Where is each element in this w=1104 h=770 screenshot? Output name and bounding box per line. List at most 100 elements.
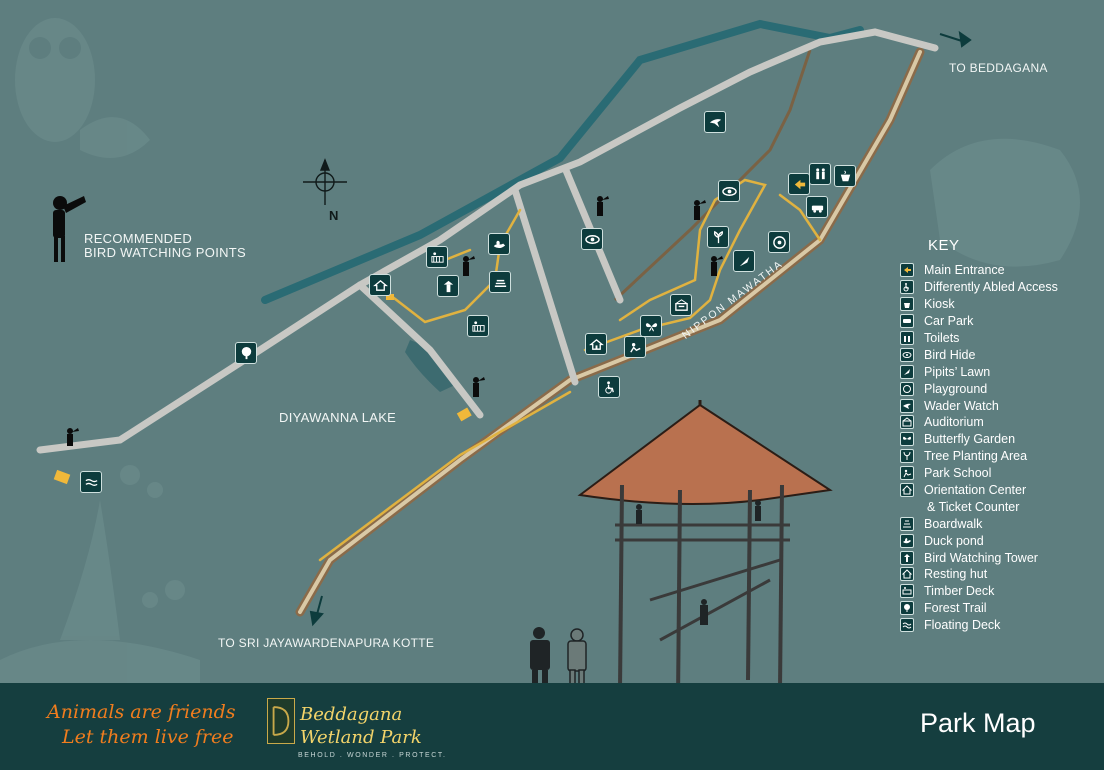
slogan-line1: Animals are friends [47, 701, 236, 723]
arrow-to-kotte-icon [309, 610, 324, 627]
footer-band [0, 683, 1104, 770]
wader-icon [900, 398, 914, 413]
key-item-label: Tree Planting Area [924, 449, 1028, 464]
wheelchair-icon [900, 280, 914, 295]
foliage-silhouette [0, 640, 200, 683]
compass-north-label: N [329, 208, 339, 223]
key-item-label: Floating Deck [924, 618, 1001, 633]
kiosk-map-marker[interactable] [834, 165, 856, 187]
key-item-label: Toilets [924, 331, 960, 345]
house-icon [900, 483, 914, 498]
key-item: Differently Abled Access [900, 279, 1090, 296]
toilets-icon [900, 331, 914, 345]
auditorium-icon [900, 415, 914, 430]
diyawanna-lake-label: DIYAWANNA LAKE [279, 410, 397, 425]
tree-icon [900, 601, 914, 616]
school-icon [900, 466, 914, 481]
compass-rose-icon [303, 158, 347, 205]
car-park-map-marker[interactable] [806, 196, 828, 218]
key-item-label: Main Entrance [924, 263, 1005, 278]
key-item-label: Timber Deck [924, 584, 995, 599]
forest-trail-map-marker[interactable] [235, 342, 257, 364]
bird-watcher-legend-icon [53, 196, 86, 262]
key-item: Wader Watch [900, 397, 1090, 414]
key-item: Orientation Center [900, 482, 1090, 499]
key-item-label: Bird Hide [924, 347, 976, 362]
butterfly-garden-map-marker[interactable] [640, 315, 662, 337]
bird-hide-map-marker-2[interactable] [581, 228, 603, 250]
auditorium-map-marker[interactable] [670, 294, 692, 316]
wheelchair-access-map-marker[interactable] [598, 376, 620, 398]
timber-deck-map-marker[interactable] [426, 246, 448, 268]
boardwalk-icon [900, 516, 914, 531]
boardwalk-map-marker[interactable] [489, 271, 511, 293]
playground-map-marker[interactable] [768, 231, 790, 253]
key-item: Floating Deck [900, 617, 1090, 634]
wader-watch-map-marker[interactable] [704, 111, 726, 133]
resting-hut-map-marker[interactable] [369, 274, 391, 296]
pipits-lawn-map-marker[interactable] [733, 250, 755, 272]
key-item-label: Resting hut [924, 567, 988, 582]
bird-hide-map-marker[interactable] [718, 180, 740, 202]
main-entrance-map-marker[interactable] [788, 173, 810, 195]
key-item: Butterfly Garden [900, 431, 1090, 448]
key-item: Playground [900, 380, 1090, 397]
playground-icon [900, 381, 914, 396]
key-item-label: Playground [924, 381, 988, 396]
ridge-track [613, 49, 812, 302]
key-item: Resting hut [900, 566, 1090, 583]
floating-deck-map-marker[interactable] [80, 471, 102, 493]
duck-icon [900, 533, 914, 548]
wildcat-silhouette [930, 138, 1080, 267]
park-school-map-marker[interactable] [624, 336, 646, 358]
sapling-icon [900, 449, 914, 464]
deck-icon [900, 584, 914, 599]
nippon-mawatha-road [295, 47, 925, 617]
key-item-label: Wader Watch [924, 398, 999, 413]
diyawanna-lake-shape [405, 340, 455, 392]
key-item: & Ticket Counter [900, 498, 1090, 515]
key-item: Main Entrance [900, 262, 1090, 279]
hut-icon [900, 567, 914, 582]
key-item-label: Differently Abled Access [924, 280, 1058, 295]
key-item-label: Pipits’ Lawn [924, 364, 991, 379]
butterfly-icon [900, 432, 914, 447]
key-item-label: Park School [924, 466, 992, 481]
nature-trails [318, 178, 822, 562]
car-icon [900, 314, 914, 329]
key-item: Toilets [900, 330, 1090, 347]
key-item: Bird Watching Tower [900, 549, 1090, 566]
logo-tagline: BEHOLD . WONDER . PROTECT. [298, 752, 447, 759]
key-item-label: Car Park [924, 314, 974, 329]
key-item-label: Orientation Center [924, 483, 1027, 498]
kiosk-icon [900, 297, 914, 312]
orientation-center-map-marker[interactable] [585, 333, 607, 355]
logo-name-line2: Wetland Park [300, 727, 422, 748]
bird-watching-tower-map-marker[interactable] [437, 275, 459, 297]
key-item-label: & Ticket Counter [927, 499, 1020, 514]
key-item: Tree Planting Area [900, 448, 1090, 465]
tree-planting-map-marker[interactable] [707, 226, 729, 248]
key-item: Pipits’ Lawn [900, 363, 1090, 380]
bird-watcher-markers [67, 196, 723, 446]
key-item-label: Butterfly Garden [924, 432, 1016, 447]
key-item: Kiosk [900, 296, 1090, 313]
timber-deck-map-marker-2[interactable] [467, 315, 489, 337]
toilets-map-marker[interactable] [809, 163, 831, 185]
duck-pond-map-marker[interactable] [488, 233, 510, 255]
to-sri-jayawardenapura-label: TO SRI JAYAWARDENAPURA KOTTE [218, 636, 435, 650]
heron-silhouette [60, 500, 120, 640]
recommended-label-line1: RECOMMENDED [84, 231, 193, 246]
key-item-label: Boardwalk [924, 516, 983, 531]
pipit-icon [900, 364, 914, 379]
key-item-label: Auditorium [924, 415, 984, 430]
key-item: Timber Deck [900, 583, 1090, 600]
key-item-label: Forest Trail [924, 601, 987, 616]
leaf-silhouette [80, 117, 150, 158]
tower-icon [900, 550, 914, 565]
key-title: KEY [928, 237, 960, 254]
key-item: Duck pond [900, 532, 1090, 549]
